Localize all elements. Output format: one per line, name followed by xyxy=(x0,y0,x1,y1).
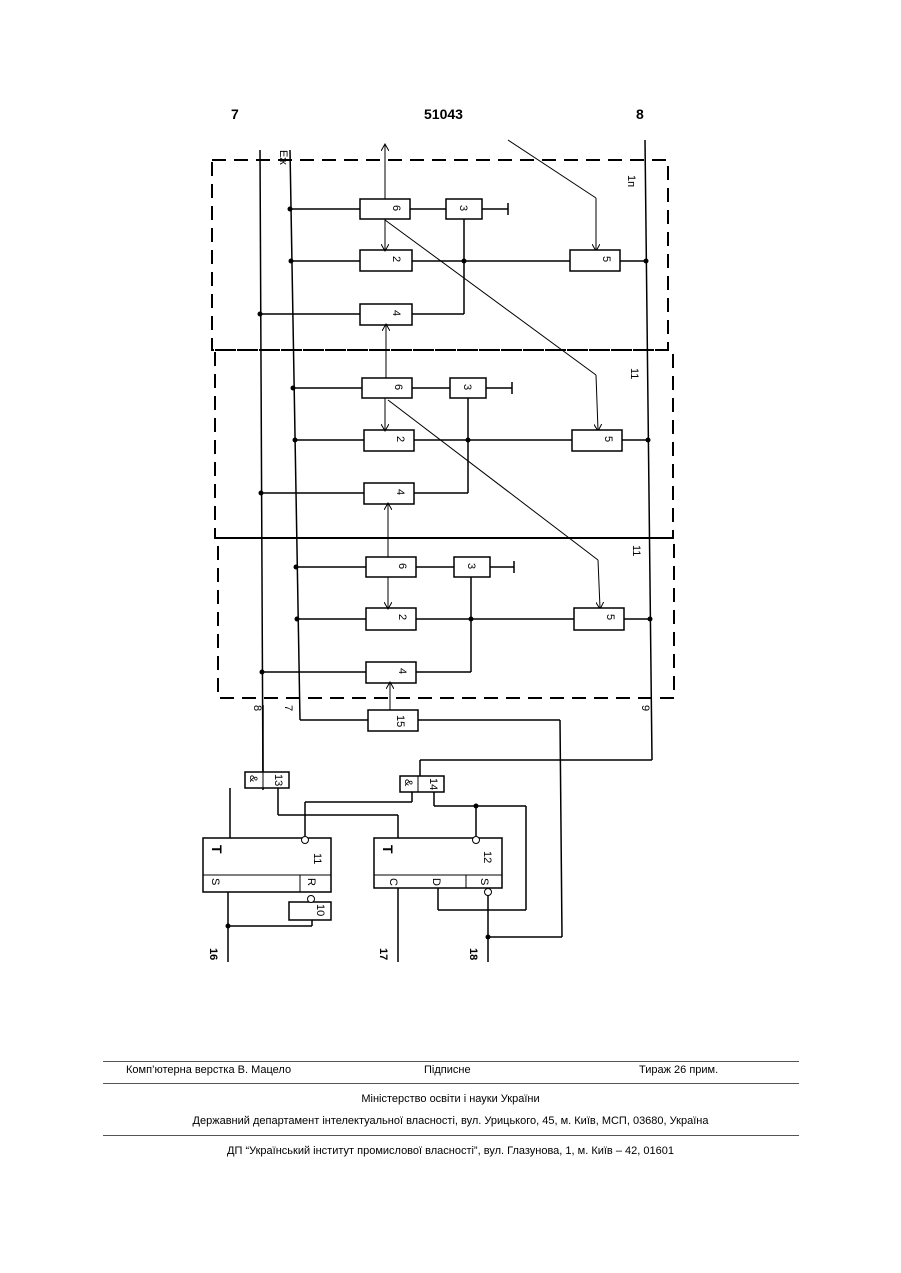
block-15-label: 15 xyxy=(394,715,406,727)
section-label-3: 11 xyxy=(630,545,642,556)
bus-label-7: 7 xyxy=(282,705,294,711)
trigger-11-s: S xyxy=(209,878,221,885)
footer-rule-middle xyxy=(103,1083,799,1084)
block-4 xyxy=(360,304,412,325)
bus-7 xyxy=(290,150,300,720)
block-4-label: 4 xyxy=(396,668,408,674)
gate-13-number: 13 xyxy=(272,774,284,786)
gate-13-symbol: & xyxy=(247,775,259,783)
block-3-label: 3 xyxy=(461,384,473,390)
trigger-12-c: C xyxy=(387,878,399,886)
footer-ministry: Міністерство освіти і науки України xyxy=(0,1093,901,1105)
trigger-12-s: S xyxy=(478,878,490,885)
block-2-label: 2 xyxy=(394,436,406,442)
input-label-17: 17 xyxy=(377,948,389,960)
block-2-label: 2 xyxy=(396,614,408,620)
input-label-18: 18 xyxy=(467,948,479,960)
label-e: Еж xyxy=(277,150,289,165)
bus-8 xyxy=(260,150,263,790)
block-3-label: 3 xyxy=(465,563,477,569)
block-5-label: 5 xyxy=(602,436,614,442)
block-2 xyxy=(360,250,412,271)
trigger-11-t: T xyxy=(209,845,225,854)
trigger-11-r: R xyxy=(305,878,317,886)
trigger-12-d: D xyxy=(430,878,442,886)
gate-14-number: 14 xyxy=(427,778,439,790)
trigger-11-num: 11 xyxy=(311,853,323,864)
block-4-label: 4 xyxy=(394,489,406,495)
block-5-label: 5 xyxy=(600,256,612,262)
buses xyxy=(260,140,652,790)
trigger-12-t: T xyxy=(380,845,396,854)
block-2-label: 2 xyxy=(390,256,402,262)
block-3-label: 3 xyxy=(457,205,469,211)
bus-label-8: 8 xyxy=(251,705,263,711)
section-label-2: 11 xyxy=(628,368,640,379)
bus-9 xyxy=(645,140,652,760)
footer-typesetting: Комп’ютерна верстка В. Мацело xyxy=(126,1064,291,1076)
block-6-label: 6 xyxy=(392,384,404,390)
footer-signed: Підписне xyxy=(424,1064,471,1076)
junction-dots xyxy=(226,207,653,940)
block-10-label: 10 xyxy=(314,904,326,916)
block-6-label: 6 xyxy=(396,563,408,569)
bus-label-9: 9 xyxy=(639,705,651,711)
trigger-12-num: 12 xyxy=(481,851,493,863)
circuit-diagram: Еж 1п 11 11 6 3 2 5 4 6 3 2 5 4 6 3 2 5 … xyxy=(0,0,901,1000)
footer-institute: ДП “Український інститут промислової вла… xyxy=(0,1145,901,1157)
footer-department: Державний департамент інтелектуальної вл… xyxy=(0,1115,901,1127)
block-5-label: 5 xyxy=(604,614,616,620)
block-15 xyxy=(368,710,418,731)
input-label-16: 16 xyxy=(207,948,219,960)
block-4-label: 4 xyxy=(390,310,402,316)
section-label-1: 1п xyxy=(625,175,637,187)
footer-circulation: Тираж 26 прим. xyxy=(639,1064,718,1076)
footer-rule-top xyxy=(103,1061,799,1062)
block-6-label: 6 xyxy=(390,205,402,211)
gate-14-symbol: & xyxy=(402,779,414,787)
footer-rule-bottom xyxy=(103,1135,799,1136)
